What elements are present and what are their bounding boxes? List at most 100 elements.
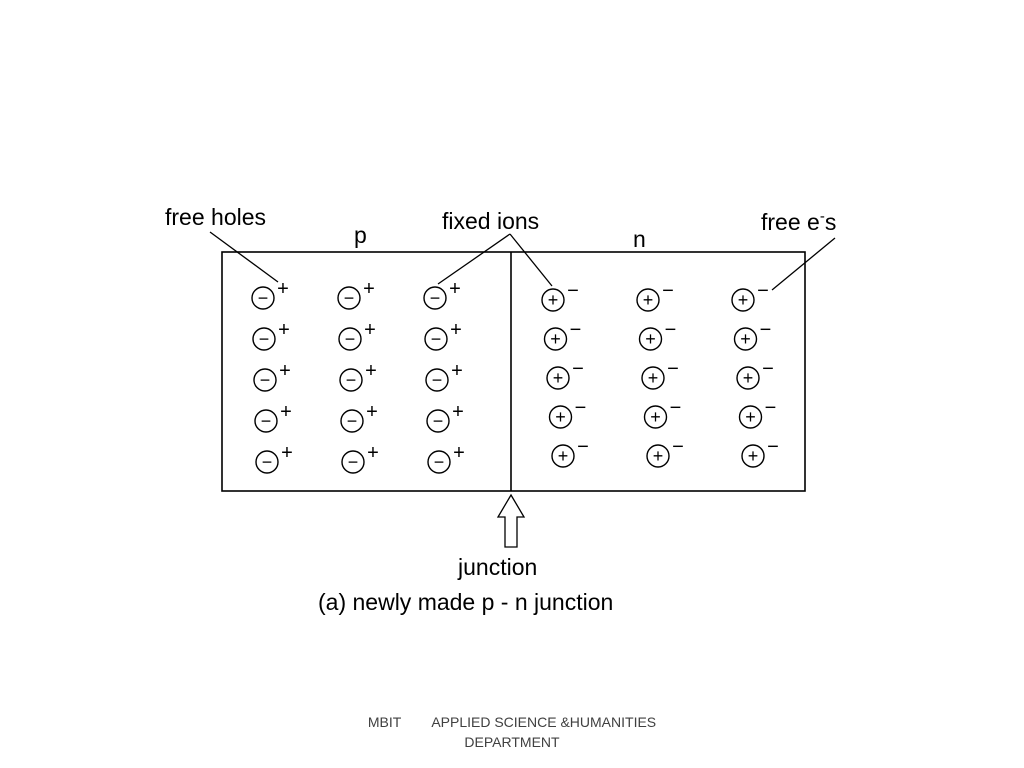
n-side-ion-circle [646, 444, 670, 468]
p-side-ion-circle [338, 327, 362, 351]
p-side-charge-pair: −+ [251, 278, 289, 310]
p-side-charge-pair: −+ [252, 319, 290, 351]
p-side-ion-sign: − [258, 288, 269, 308]
p-side-ion-circle [424, 327, 448, 351]
p-side-ion-sign: − [261, 411, 272, 431]
p-side-charge-pair: −+ [337, 278, 375, 310]
n-side-ion-sign: + [743, 368, 754, 388]
p-side-charge-pair: −+ [338, 319, 376, 351]
n-side-charge-pair: +− [646, 436, 684, 468]
n-side-charges: +−+−+−+−+−+−+−+−+−+−+−+−+−+−+− [541, 280, 779, 468]
n-side-ion-circle [731, 288, 755, 312]
p-side-ion-circle [339, 368, 363, 392]
n-side-charge-pair: +− [546, 358, 584, 390]
p-side-ion-sign: − [433, 411, 444, 431]
n-side-ion-circle [636, 288, 660, 312]
diagram-caption: (a) newly made p - n junction [318, 589, 613, 615]
n-region-label: n [633, 226, 646, 252]
n-side-charge-pair: +− [638, 319, 677, 351]
p-side-ion-sign: − [432, 370, 443, 390]
p-side-charge-pair: −+ [423, 278, 461, 310]
n-side-charge-pair: +− [551, 436, 589, 468]
n-side-ion-circle [738, 405, 763, 429]
p-side-ion-circle [255, 450, 279, 474]
n-side-charge-pair: +− [643, 397, 681, 429]
n-side-charge-pair: +− [736, 358, 774, 390]
n-side-carrier-sign: − [667, 358, 679, 380]
p-side-ion-circle [254, 409, 278, 433]
n-side-carrier-sign: − [567, 280, 579, 302]
footer-department-line1: APPLIED SCIENCE &HUMANITIES [431, 714, 657, 730]
p-side-charge-pair: −+ [254, 401, 292, 433]
n-side-ion-sign: + [650, 407, 661, 427]
free-electrons-superscript: - [820, 208, 825, 225]
n-side-ion-circle [543, 327, 568, 351]
n-side-ion-circle [548, 405, 573, 429]
p-side-ion-sign: − [259, 329, 270, 349]
free-electrons-pointer [771, 237, 836, 291]
n-side-ion-sign: + [745, 407, 756, 427]
n-side-ion-circle [551, 444, 575, 468]
n-side-ion-circle [736, 366, 760, 390]
p-side-carrier-sign: + [277, 278, 289, 300]
p-side-carrier-sign: + [451, 360, 463, 382]
p-side-charges: −+−+−+−+−+−+−+−+−+−+−+−+−+−+−+ [251, 278, 465, 474]
p-side-carrier-sign: + [450, 319, 462, 341]
n-side-ion-sign: + [550, 329, 561, 349]
p-side-ion-circle [425, 368, 449, 392]
pn-junction-diagram: free holes p fixed ions n free e-s −+−+−… [165, 204, 836, 615]
footer-department-line2: DEPARTMENT [464, 734, 560, 750]
free-electrons-label: free e-s [761, 208, 836, 235]
n-side-ion-sign: + [555, 407, 566, 427]
p-side-charge-pair: −+ [424, 319, 462, 351]
p-side-ion-sign: − [347, 411, 358, 431]
p-side-charge-pair: −+ [255, 442, 293, 474]
n-side-carrier-sign: − [572, 358, 584, 380]
p-side-carrier-sign: + [366, 401, 378, 423]
p-side-carrier-sign: + [365, 360, 377, 382]
p-side-ion-circle [337, 286, 361, 310]
n-side-carrier-sign: − [665, 319, 677, 341]
p-side-ion-circle [427, 450, 451, 474]
p-side-ion-circle [423, 286, 447, 310]
p-side-ion-sign: − [344, 288, 355, 308]
n-side-carrier-sign: − [757, 280, 769, 302]
p-side-ion-sign: − [430, 288, 441, 308]
n-side-charge-pair: +− [741, 436, 779, 468]
p-side-carrier-sign: + [281, 442, 293, 464]
p-side-carrier-sign: + [280, 401, 292, 423]
p-side-ion-sign: − [346, 370, 357, 390]
n-side-ion-circle [546, 366, 570, 390]
n-side-charge-pair: +− [541, 280, 579, 312]
p-side-carrier-sign: + [278, 319, 290, 341]
n-side-ion-sign: + [548, 290, 559, 310]
p-side-charge-pair: −+ [427, 442, 465, 474]
p-side-ion-sign: − [348, 452, 359, 472]
n-side-charge-pair: +− [641, 358, 679, 390]
p-side-ion-circle [251, 286, 275, 310]
fixed-ions-pointer-right [509, 233, 553, 287]
n-side-ion-circle [541, 288, 565, 312]
p-side-ion-circle [426, 409, 450, 433]
n-side-carrier-sign: − [765, 397, 777, 419]
n-side-ion-circle [638, 327, 663, 351]
p-side-carrier-sign: + [279, 360, 291, 382]
n-side-charge-pair: +− [731, 280, 769, 312]
p-side-ion-circle [341, 450, 365, 474]
n-side-ion-sign: + [748, 446, 759, 466]
n-side-ion-sign: + [553, 368, 564, 388]
free-electrons-text: free e [761, 209, 820, 235]
semiconductor-block [221, 251, 806, 492]
junction-label: junction [457, 554, 537, 580]
n-side-carrier-sign: − [767, 436, 779, 458]
pointer-lines [209, 231, 836, 291]
fixed-ions-label: fixed ions [442, 208, 539, 234]
p-side-charge-pair: −+ [425, 360, 463, 392]
p-side-charge-pair: −+ [340, 401, 378, 433]
p-side-carrier-sign: + [363, 278, 375, 300]
n-side-charge-pair: +− [636, 280, 674, 312]
p-side-ion-sign: − [431, 329, 442, 349]
p-side-charge-pair: −+ [426, 401, 464, 433]
